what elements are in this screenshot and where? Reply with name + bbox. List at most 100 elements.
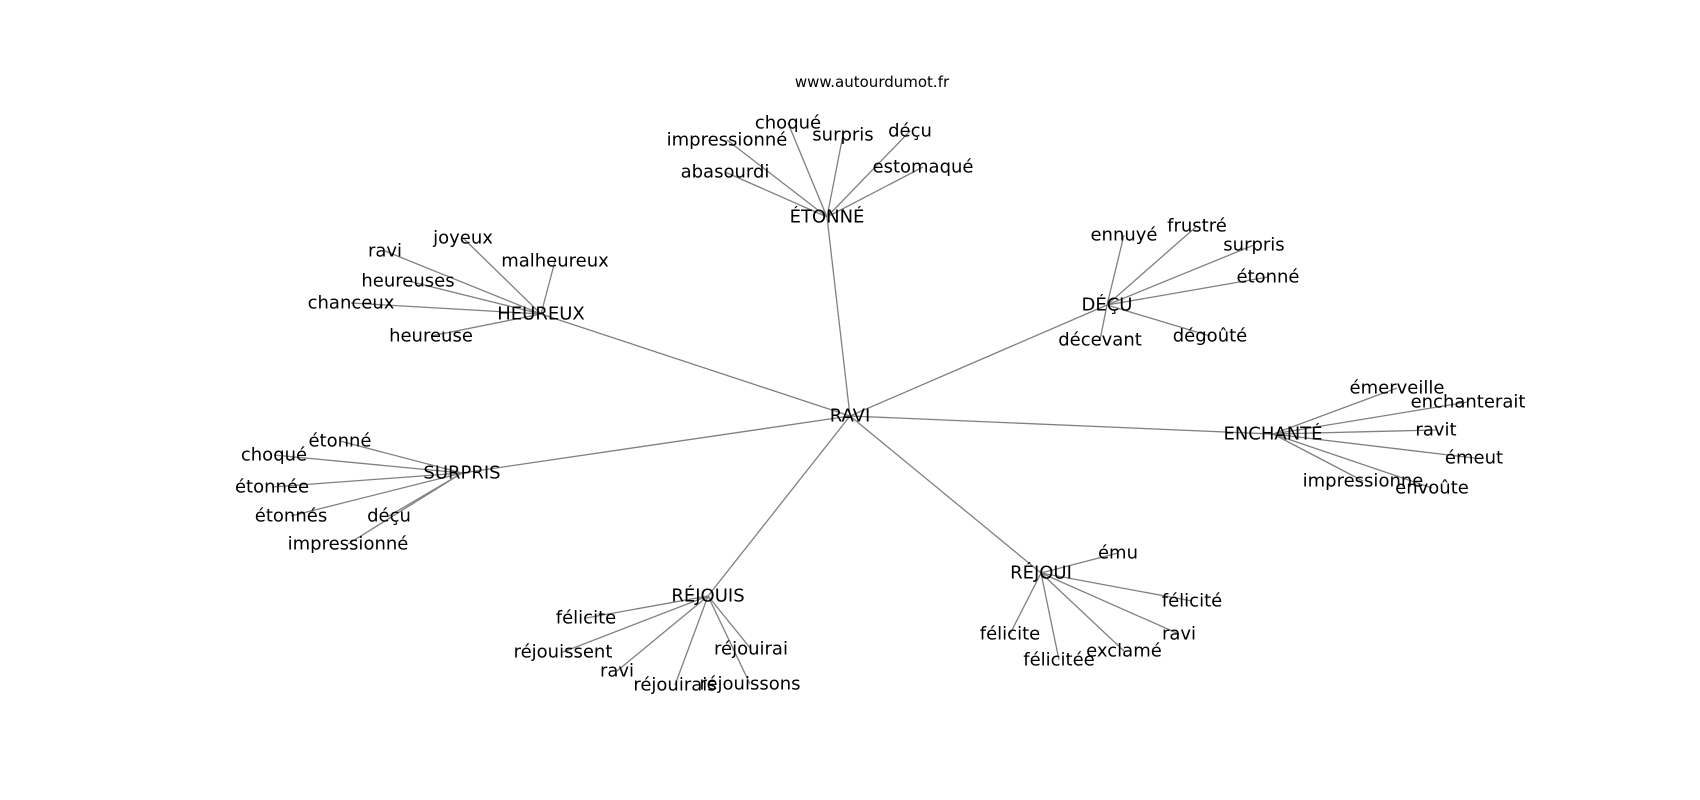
edge-hub-2-word-4	[1106, 304, 1211, 337]
word-node-label-6-5[interactable]: réjouirai	[714, 639, 788, 660]
edge-hub-1-word-3	[407, 280, 542, 315]
edge-center-hub-4	[461, 415, 851, 474]
word-node-label-1-0[interactable]: joyeux	[432, 228, 493, 249]
word-node-label-2-1[interactable]: ennuyé	[1090, 225, 1157, 246]
edge-hub-0-word-4	[826, 166, 924, 218]
hub-node-label-3[interactable]: ENCHANTÉ	[1223, 423, 1322, 445]
word-node-label-2-2[interactable]: surpris	[1223, 235, 1284, 256]
edge-hub-2-word-5	[1099, 304, 1108, 341]
word-node-label-2-4[interactable]: dégoûté	[1173, 326, 1247, 347]
center-node-label[interactable]: RAVI	[830, 406, 871, 427]
word-node-label-4-1[interactable]: choqué	[241, 445, 307, 466]
edge-hub-4-word-0	[339, 440, 463, 474]
labels: www.autourdumot.fr RAVIÉTONNÉchoquésurpr…	[235, 73, 1525, 696]
edge-hub-5-word-3	[1040, 572, 1125, 652]
word-node-label-0-2[interactable]: déçu	[888, 121, 932, 142]
edge-hub-4-word-5	[347, 472, 463, 545]
word-node-label-5-2[interactable]: ravi	[1162, 624, 1196, 645]
edge-hub-4-word-1	[273, 454, 463, 474]
word-node-label-4-4[interactable]: déçu	[367, 506, 411, 527]
word-node-label-3-3[interactable]: émeut	[1445, 448, 1503, 469]
word-node-label-1-1[interactable]: ravi	[368, 241, 402, 262]
word-node-label-3-1[interactable]: enchanterait	[1411, 392, 1526, 413]
edge-hub-3-word-4	[1272, 433, 1364, 482]
edge-hub-1-word-4	[350, 302, 542, 315]
word-node-label-1-3[interactable]: heureuses	[361, 271, 454, 292]
edge-hub-5-word-1	[1040, 572, 1193, 602]
word-node-label-0-1[interactable]: surpris	[812, 125, 873, 146]
word-node-label-3-2[interactable]: ravit	[1415, 420, 1456, 441]
hub-node-label-6[interactable]: RÉJOUIS	[671, 585, 744, 607]
hub-node-label-5[interactable]: RÉJOUI	[1010, 562, 1072, 584]
word-node-label-5-5[interactable]: félicite	[980, 624, 1040, 645]
word-node-label-1-2[interactable]: malheureux	[501, 251, 609, 272]
edge-hub-5-word-5	[1009, 572, 1042, 635]
edge-hub-3-word-3	[1272, 433, 1475, 459]
word-node-label-4-2[interactable]: étonnée	[235, 477, 309, 498]
edge-hub-1-word-0	[462, 237, 542, 315]
word-node-label-3-5[interactable]: envoûte	[1395, 478, 1469, 499]
word-node-label-4-0[interactable]: étonné	[308, 431, 371, 452]
edge-hub-6-word-1	[562, 595, 709, 653]
edge-hub-0-word-0	[787, 122, 828, 218]
word-node-label-0-5[interactable]: abasourdi	[681, 162, 770, 183]
edge-hub-3-word-2	[1272, 429, 1437, 435]
word-node-label-5-4[interactable]: félicitée	[1023, 650, 1095, 671]
word-node-label-4-5[interactable]: impressionné	[288, 534, 409, 555]
edge-hub-3-word-1	[1272, 401, 1469, 435]
word-node-label-0-0[interactable]: choqué	[755, 113, 821, 134]
edge-hub-4-word-2	[271, 472, 463, 488]
edge-center-hub-5	[849, 415, 1042, 574]
word-node-label-0-3[interactable]: impressionné	[667, 130, 788, 151]
edge-hub-0-word-1	[826, 134, 844, 218]
edge-hub-5-word-4	[1040, 572, 1060, 661]
edge-hub-2-word-2	[1106, 244, 1255, 306]
edge-hub-2-word-3	[1106, 276, 1269, 306]
edge-center-hub-1	[540, 313, 851, 417]
edge-hub-5-word-2	[1040, 572, 1180, 635]
word-node-label-2-5[interactable]: décevant	[1058, 330, 1142, 351]
hub-node-label-1[interactable]: HEUREUX	[497, 304, 584, 325]
edge-hub-6-word-2	[616, 595, 709, 672]
edge-hub-6-word-5	[707, 595, 752, 650]
word-node-label-3-4[interactable]: impressionne	[1303, 471, 1424, 492]
edge-hub-1-word-5	[430, 313, 542, 337]
word-node-label-1-5[interactable]: heureuse	[389, 326, 473, 347]
site-label[interactable]: www.autourdumot.fr	[795, 73, 950, 91]
edge-hub-0-word-2	[826, 130, 911, 218]
edge-hub-6-word-0	[585, 595, 709, 619]
edge-hub-0-word-3	[726, 139, 828, 218]
word-node-label-6-0[interactable]: félicite	[556, 608, 616, 629]
hub-node-label-0[interactable]: ÉTONNÉ	[790, 206, 865, 228]
edge-hub-6-word-4	[707, 595, 751, 685]
word-node-label-6-4[interactable]: réjouissons	[699, 674, 800, 695]
hub-node-label-4[interactable]: SURPRIS	[423, 463, 500, 484]
edge-hub-1-word-2	[540, 260, 556, 315]
edge-center-hub-6	[707, 415, 851, 597]
word-node-label-2-3[interactable]: étonné	[1236, 267, 1299, 288]
word-node-label-5-3[interactable]: exclamé	[1086, 641, 1162, 662]
edge-center-hub-2	[849, 304, 1108, 417]
word-node-label-6-3[interactable]: réjouirais	[633, 675, 716, 696]
word-node-label-1-4[interactable]: chanceux	[308, 293, 395, 314]
edge-center-hub-0	[826, 216, 851, 417]
edge-hub-2-word-1	[1106, 234, 1125, 306]
word-node-label-6-1[interactable]: réjouissent	[514, 642, 613, 663]
edge-hub-6-word-3	[674, 595, 709, 686]
word-node-label-0-4[interactable]: estomaqué	[873, 157, 974, 178]
edge-hub-5-word-0	[1040, 552, 1119, 574]
edge-center-hub-3	[849, 415, 1274, 435]
hub-node-label-2[interactable]: DÉÇU	[1082, 294, 1133, 316]
word-node-label-5-0[interactable]: ému	[1098, 543, 1138, 564]
edge-hub-4-word-3	[290, 472, 463, 517]
edge-hub-1-word-1	[384, 250, 542, 315]
word-node-label-5-1[interactable]: félicité	[1162, 591, 1222, 612]
word-node-label-2-0[interactable]: frustré	[1167, 216, 1227, 237]
edge-hub-2-word-0	[1106, 225, 1198, 306]
edges	[271, 122, 1475, 686]
edge-hub-3-word-5	[1272, 433, 1433, 489]
word-node-label-3-0[interactable]: émerveille	[1350, 378, 1445, 399]
word-node-label-4-3[interactable]: étonnés	[255, 506, 327, 527]
word-node-label-6-2[interactable]: ravi	[600, 661, 634, 682]
